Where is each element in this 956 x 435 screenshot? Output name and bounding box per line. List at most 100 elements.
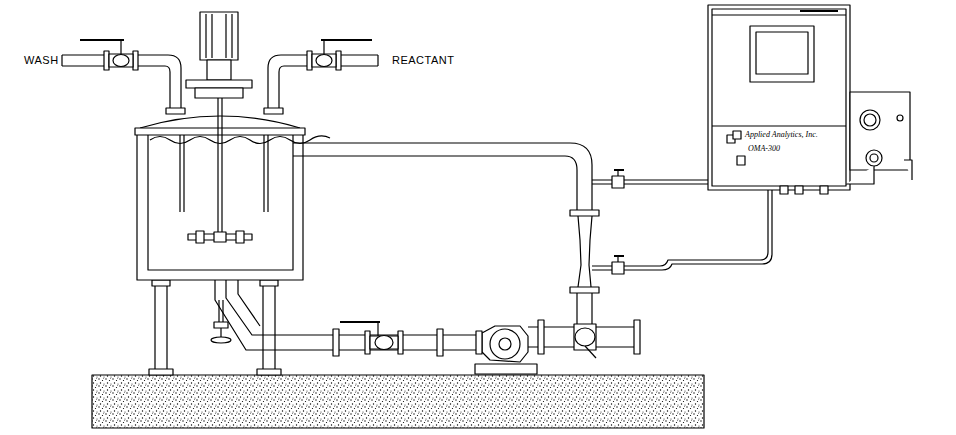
suction-valve-flanges <box>340 321 380 323</box>
control-panel <box>870 154 878 162</box>
sample-tubing <box>592 190 772 270</box>
suction-valve-flanges <box>375 336 393 350</box>
reactant-pipe-valve <box>268 55 378 112</box>
control-panel <box>850 92 910 170</box>
discharge-pipe <box>591 293 592 324</box>
agitator <box>205 14 206 58</box>
reactant-pipe-valve <box>307 51 312 70</box>
control-panel <box>904 160 912 180</box>
control-panel <box>860 110 880 130</box>
analyzer-cabinet <box>712 14 846 15</box>
discharge-pipe <box>576 293 577 324</box>
agitator <box>211 14 212 58</box>
discharge-pipe <box>570 210 599 216</box>
analyzer-cabinet <box>708 5 850 190</box>
pump <box>475 364 537 374</box>
tank-legs <box>149 369 173 375</box>
suction-valve-flanges <box>377 322 378 336</box>
agitator <box>214 232 226 242</box>
reactant-pipe-valve <box>316 55 332 67</box>
reactor-tank <box>150 136 330 144</box>
reactant-pipe-valve <box>336 51 341 70</box>
wash-pipe-valve <box>120 41 121 54</box>
discharge-pipe <box>293 143 640 358</box>
agitator <box>186 12 252 243</box>
outlet-pipe <box>238 286 262 324</box>
discharge-pipe <box>585 346 596 358</box>
analyzer-cabinet <box>750 26 814 82</box>
agitator <box>186 80 252 88</box>
discharge-pipe <box>634 320 640 354</box>
analyzer-cabinet <box>756 32 808 74</box>
reactant-pipe-valve <box>279 66 378 112</box>
analyzer-cabinet <box>737 156 745 165</box>
analyzer-cabinet <box>708 5 850 194</box>
agitator <box>231 14 232 58</box>
control-panel <box>866 150 882 166</box>
discharge-pipe <box>570 287 599 293</box>
tank-legs <box>263 280 275 372</box>
outlet-pipe <box>214 322 228 328</box>
suction-valve-flanges <box>398 331 403 354</box>
agitator <box>217 98 218 235</box>
tank-legs <box>260 280 278 286</box>
pump <box>499 338 511 350</box>
sample-tubing <box>592 183 708 184</box>
concrete-floor <box>92 375 704 428</box>
analyzer-cabinet <box>733 131 741 139</box>
control-panel <box>897 115 903 121</box>
reactant-pipe-valve <box>323 41 324 54</box>
agitator <box>221 98 222 235</box>
wash-pipe-valve <box>61 55 62 66</box>
reactor-tank <box>267 135 268 212</box>
suction-valve-flanges <box>365 331 370 354</box>
reactor-tank <box>148 135 293 270</box>
wash-pipe-valve <box>104 51 109 70</box>
outlet-pipe <box>220 328 221 337</box>
discharge-pipe <box>575 328 595 346</box>
wash-pipe-valve <box>133 51 138 70</box>
process-illustration <box>62 5 912 428</box>
tank-legs <box>155 280 167 372</box>
sample-tubing <box>614 255 624 257</box>
wash-pipe-valve <box>80 39 124 41</box>
suction-valve-flanges <box>333 322 443 356</box>
wash-pipe-valve <box>62 55 181 112</box>
discharge-pipe <box>293 143 592 210</box>
analyzer-cabinet <box>712 125 846 126</box>
sample-tubing <box>612 262 624 274</box>
concrete-floor <box>92 375 704 428</box>
pump <box>482 326 528 362</box>
reactor-tank <box>135 128 305 135</box>
outlet-pipe <box>226 280 480 335</box>
wash-pipe-valve <box>166 108 185 114</box>
discharge-pipe <box>293 156 577 210</box>
inlet-label: WASH <box>24 54 59 66</box>
sample-tubing <box>612 176 624 188</box>
analyzer-cabinet <box>820 186 828 194</box>
discharge-pipe <box>578 216 581 287</box>
discharge-pipe <box>589 216 592 287</box>
suction-valve-flanges <box>437 329 443 356</box>
reactor-tank <box>263 135 264 212</box>
agitator <box>200 12 238 60</box>
outlet-pipe <box>238 280 260 326</box>
control-panel <box>864 114 876 126</box>
agitator <box>195 88 243 98</box>
analyzer-cabinet <box>712 9 846 186</box>
reactant-pipe-valve <box>264 40 378 114</box>
reactor-tank <box>137 135 303 280</box>
wash-pipe-valve <box>62 66 170 112</box>
pump <box>476 331 482 354</box>
suction-valve-flanges <box>370 336 398 349</box>
sample-tubing <box>592 179 708 180</box>
control-panel <box>846 92 912 184</box>
discharge-pipe <box>538 320 544 354</box>
pump <box>490 329 520 359</box>
agitator <box>196 231 204 243</box>
tank-legs <box>257 369 281 375</box>
agitator <box>207 60 231 80</box>
wash-pipe-valve <box>113 55 129 67</box>
